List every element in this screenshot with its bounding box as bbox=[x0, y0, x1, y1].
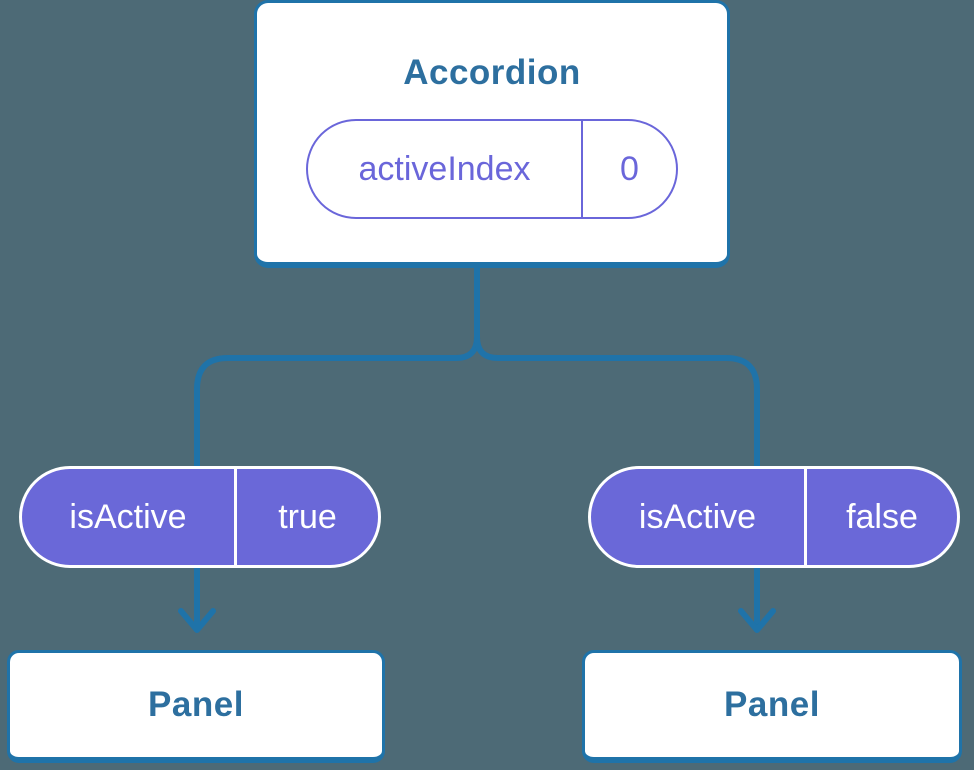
state-value: 0 bbox=[620, 149, 639, 188]
accordion-card: Accordion activeIndex 0 bbox=[254, 0, 730, 268]
prop-pill-left: isActive true bbox=[19, 466, 381, 568]
connector-right-branch bbox=[474, 266, 760, 629]
panel-title: Panel bbox=[148, 685, 244, 724]
connector-left-branch bbox=[194, 266, 480, 629]
arrow-down-icon bbox=[178, 608, 216, 633]
pill-divider bbox=[804, 469, 807, 565]
panel-card-right: Panel bbox=[582, 650, 962, 763]
prop-pill-right: isActive false bbox=[588, 466, 960, 568]
prop-name: isActive bbox=[69, 497, 187, 536]
state-pill: activeIndex 0 bbox=[306, 119, 678, 219]
pill-divider bbox=[581, 121, 583, 217]
prop-name: isActive bbox=[638, 497, 757, 536]
state-name: activeIndex bbox=[358, 149, 531, 188]
pill-divider bbox=[234, 469, 237, 565]
prop-value: false bbox=[846, 497, 918, 536]
accordion-title: Accordion bbox=[403, 53, 581, 92]
panel-card-left: Panel bbox=[7, 650, 385, 763]
panel-title: Panel bbox=[724, 685, 820, 724]
arrow-down-icon bbox=[738, 608, 776, 633]
prop-value: true bbox=[278, 497, 337, 536]
